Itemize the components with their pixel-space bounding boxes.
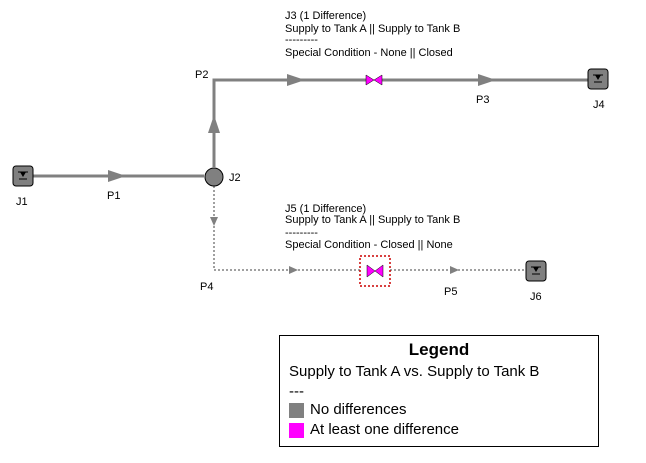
valve-j3[interactable] — [365, 74, 383, 86]
pipe-p3-label: P3 — [476, 94, 489, 106]
legend: Legend Supply to Tank A vs. Supply to Ta… — [279, 335, 599, 447]
j5-annotation-title: J5 (1 Difference) — [285, 203, 366, 215]
pipe-p2[interactable] — [208, 74, 371, 167]
pipe-p2-label: P2 — [195, 69, 208, 81]
pipe-p5-label: P5 — [444, 286, 457, 298]
node-j6-label: J6 — [530, 291, 542, 303]
j3-annotation-detail: Special Condition - None || Closed — [285, 47, 453, 59]
pipe-p1-label: P1 — [107, 190, 120, 202]
legend-item-difference: At least one difference — [310, 421, 459, 438]
pipe-p4[interactable] — [210, 186, 362, 274]
legend-swatch-difference — [289, 423, 304, 438]
j3-annotation-scenarios: Supply to Tank A || Supply to Tank B — [285, 23, 460, 35]
legend-item-no-differences: No differences — [310, 401, 407, 418]
node-j2-label: J2 — [229, 172, 241, 184]
junction-j2[interactable] — [204, 167, 224, 187]
j5-annotation-detail: Special Condition - Closed || None — [285, 239, 453, 251]
legend-comparison: Supply to Tank A vs. Supply to Tank B — [289, 363, 540, 380]
j5-annotation-separator: --------- — [285, 227, 318, 239]
pipe-p4-label: P4 — [200, 281, 213, 293]
legend-swatch-no-differences — [289, 403, 304, 418]
pipe-p5[interactable] — [390, 266, 528, 274]
legend-title: Legend — [408, 340, 470, 359]
node-j4-label: J4 — [593, 99, 605, 111]
legend-separator: --- — [289, 383, 304, 400]
tank-j6[interactable] — [525, 260, 547, 282]
tank-j4[interactable] — [587, 68, 609, 90]
pipe-p1[interactable] — [30, 170, 204, 182]
node-j1-label: J1 — [16, 196, 28, 208]
j3-annotation-title: J3 (1 Difference) — [285, 10, 366, 22]
pipe-p3[interactable] — [376, 74, 590, 86]
j3-annotation-separator: --------- — [285, 34, 318, 46]
selection-box — [359, 255, 391, 287]
tank-j1[interactable] — [12, 165, 34, 187]
j5-annotation-scenarios: Supply to Tank A || Supply to Tank B — [285, 214, 460, 226]
valve-j5[interactable] — [359, 255, 391, 287]
